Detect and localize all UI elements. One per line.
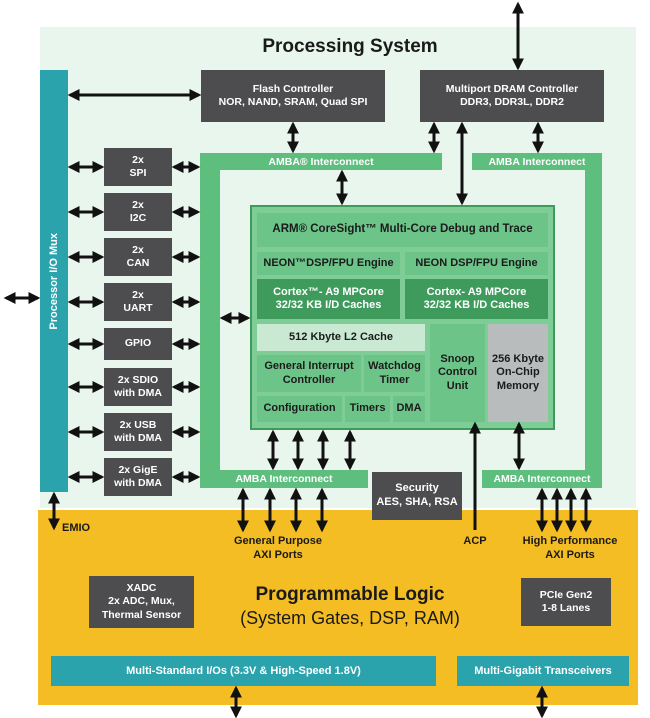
neon-engine-1: NEON™DSP/FPU Engine xyxy=(257,252,400,275)
ocm-line2: On-Chip xyxy=(496,366,540,379)
coresight-debug: ARM® CoreSight™ Multi-Core Debug and Tra… xyxy=(257,213,548,247)
cortex-1-line2: 32/32 KB I/D Caches xyxy=(275,299,382,311)
on-chip-memory: 256 Kbyte On-Chip Memory xyxy=(488,324,548,422)
peripheral-can-line1: 2x xyxy=(132,243,144,256)
flash-controller: Flash Controller NOR, NAND, SRAM, Quad S… xyxy=(201,70,385,122)
cortex-2-line1: Cortex- A9 MPCore xyxy=(426,285,527,298)
emio-label: EMIO xyxy=(62,522,91,534)
peripheral-gpio-line1: GPIO xyxy=(124,337,152,350)
security-detail: AES, SHA, RSA xyxy=(376,496,458,508)
peripheral-usb-line2: with DMA xyxy=(114,432,162,444)
processing-system-title: Processing System xyxy=(262,36,438,57)
watchdog-timer: Watchdog Timer xyxy=(364,355,425,392)
watchdog-line1: Watchdog xyxy=(368,360,421,373)
gp-axi-line1: General Purpose xyxy=(233,535,323,547)
snoop-line3: Unit xyxy=(446,379,469,392)
peripheral-sdio-line1: 2x SDIO xyxy=(117,373,159,386)
peripheral-gige-line1: 2x GigE xyxy=(118,463,158,476)
amba-label-bottom-right: AMBA Interconnect xyxy=(493,473,591,485)
peripheral-gige: 2x GigE with DMA xyxy=(104,458,172,496)
pcie-line2: 1-8 Lanes xyxy=(541,602,591,614)
ocm-line3: Memory xyxy=(496,379,540,392)
snoop-control-unit: Snoop Control Unit xyxy=(430,324,485,422)
peripheral-i2c-line2: I2C xyxy=(129,212,147,224)
amba-label-top-right: AMBA Interconnect xyxy=(488,155,586,168)
peripheral-i2c-line1: 2x xyxy=(132,198,144,211)
peripheral-sdio-line2: with DMA xyxy=(114,387,162,399)
peripheral-can: 2x CAN xyxy=(104,238,172,276)
peripheral-spi: 2x SPI xyxy=(104,148,172,186)
multi-standard-io-bar: Multi-Standard I/Os (3.3V & High-Speed 1… xyxy=(51,656,436,686)
l2-cache: 512 Kbyte L2 Cache xyxy=(257,324,425,351)
dram-controller-detail: DDR3, DDR3L, DDR2 xyxy=(460,96,564,108)
high-performance-axi-label: High Performance AXI Ports xyxy=(505,534,635,563)
amba-label-bottom-left: AMBA Interconnect xyxy=(235,473,333,485)
amba-label-top-left: AMBA® Interconnect xyxy=(268,155,374,168)
hp-axi-line1: High Performance xyxy=(522,535,618,547)
programmable-logic-title: Programmable Logic xyxy=(255,584,445,605)
ocm-line1: 256 Kbyte xyxy=(492,353,544,366)
peripheral-sdio: 2x SDIO with DMA xyxy=(104,368,172,406)
peripheral-uart-line2: UART xyxy=(123,302,153,314)
neon-engine-2: NEON DSP/FPU Engine xyxy=(405,252,548,275)
flash-controller-title: Flash Controller xyxy=(252,82,334,95)
peripheral-gpio: GPIO xyxy=(104,328,172,360)
cortex-1-line1: Cortex™- A9 MPCore xyxy=(273,285,384,298)
dram-controller: Multiport DRAM Controller DDR3, DDR3L, D… xyxy=(420,70,604,122)
watchdog-line2: Timer xyxy=(379,373,410,386)
amba-interconnect-top-left: AMBA® Interconnect xyxy=(200,153,442,170)
peripheral-usb: 2x USB with DMA xyxy=(104,413,172,451)
amba-interconnect-top-right: AMBA Interconnect xyxy=(472,153,602,170)
security-title: Security xyxy=(395,482,439,495)
amba-left-rail xyxy=(200,153,220,488)
peripheral-spi-line2: SPI xyxy=(129,167,147,179)
snoop-line2: Control xyxy=(437,366,478,379)
xadc-line2: 2x ADC, Mux, xyxy=(108,595,175,608)
snoop-line1: Snoop xyxy=(440,353,475,366)
cortex-a9-core-1: Cortex™- A9 MPCore 32/32 KB I/D Caches xyxy=(257,279,400,319)
pcie-line1: PCIe Gen2 xyxy=(539,588,593,601)
peripheral-usb-line1: 2x USB xyxy=(119,418,157,431)
peripheral-can-line2: CAN xyxy=(126,257,150,269)
acp-label: ACP xyxy=(463,535,487,547)
timers-block: Timers xyxy=(345,396,390,422)
processor-io-mux: Processor I/O Mux xyxy=(40,70,68,492)
gic-line2: Controller xyxy=(282,373,336,386)
dma-block: DMA xyxy=(393,396,425,422)
xadc-block: XADC 2x ADC, Mux, Thermal Sensor xyxy=(89,576,194,628)
general-interrupt-controller: General Interrupt Controller xyxy=(257,355,361,392)
cortex-a9-core-2: Cortex- A9 MPCore 32/32 KB I/D Caches xyxy=(405,279,548,319)
configuration-block: Configuration xyxy=(257,396,342,422)
peripheral-spi-line1: 2x xyxy=(132,153,144,166)
programmable-logic-subtitle: (System Gates, DSP, RAM) xyxy=(240,608,460,628)
peripheral-gige-line2: with DMA xyxy=(114,477,162,489)
hp-axi-line2: AXI Ports xyxy=(545,549,595,562)
xadc-line1: XADC xyxy=(126,582,157,595)
xadc-line3: Thermal Sensor xyxy=(101,608,182,621)
gp-axi-line2: AXI Ports xyxy=(253,549,303,562)
amba-interconnect-bottom-left: AMBA Interconnect xyxy=(200,470,368,488)
multi-gigabit-transceivers-bar: Multi-Gigabit Transceivers xyxy=(457,656,629,686)
amba-interconnect-bottom-right: AMBA Interconnect xyxy=(482,470,602,488)
dram-controller-title: Multiport DRAM Controller xyxy=(445,82,579,95)
pcie-block: PCIe Gen2 1-8 Lanes xyxy=(521,578,611,626)
security-block: Security AES, SHA, RSA xyxy=(372,472,462,520)
peripheral-i2c: 2x I2C xyxy=(104,193,172,231)
peripheral-uart-line1: 2x xyxy=(132,288,144,301)
cortex-2-line2: 32/32 KB I/D Caches xyxy=(423,299,530,311)
peripheral-uart: 2x UART xyxy=(104,283,172,321)
gic-line1: General Interrupt xyxy=(264,360,354,373)
general-purpose-axi-label: General Purpose AXI Ports xyxy=(218,534,338,563)
flash-controller-detail: NOR, NAND, SRAM, Quad SPI xyxy=(218,96,368,108)
amba-right-rail xyxy=(585,153,602,488)
